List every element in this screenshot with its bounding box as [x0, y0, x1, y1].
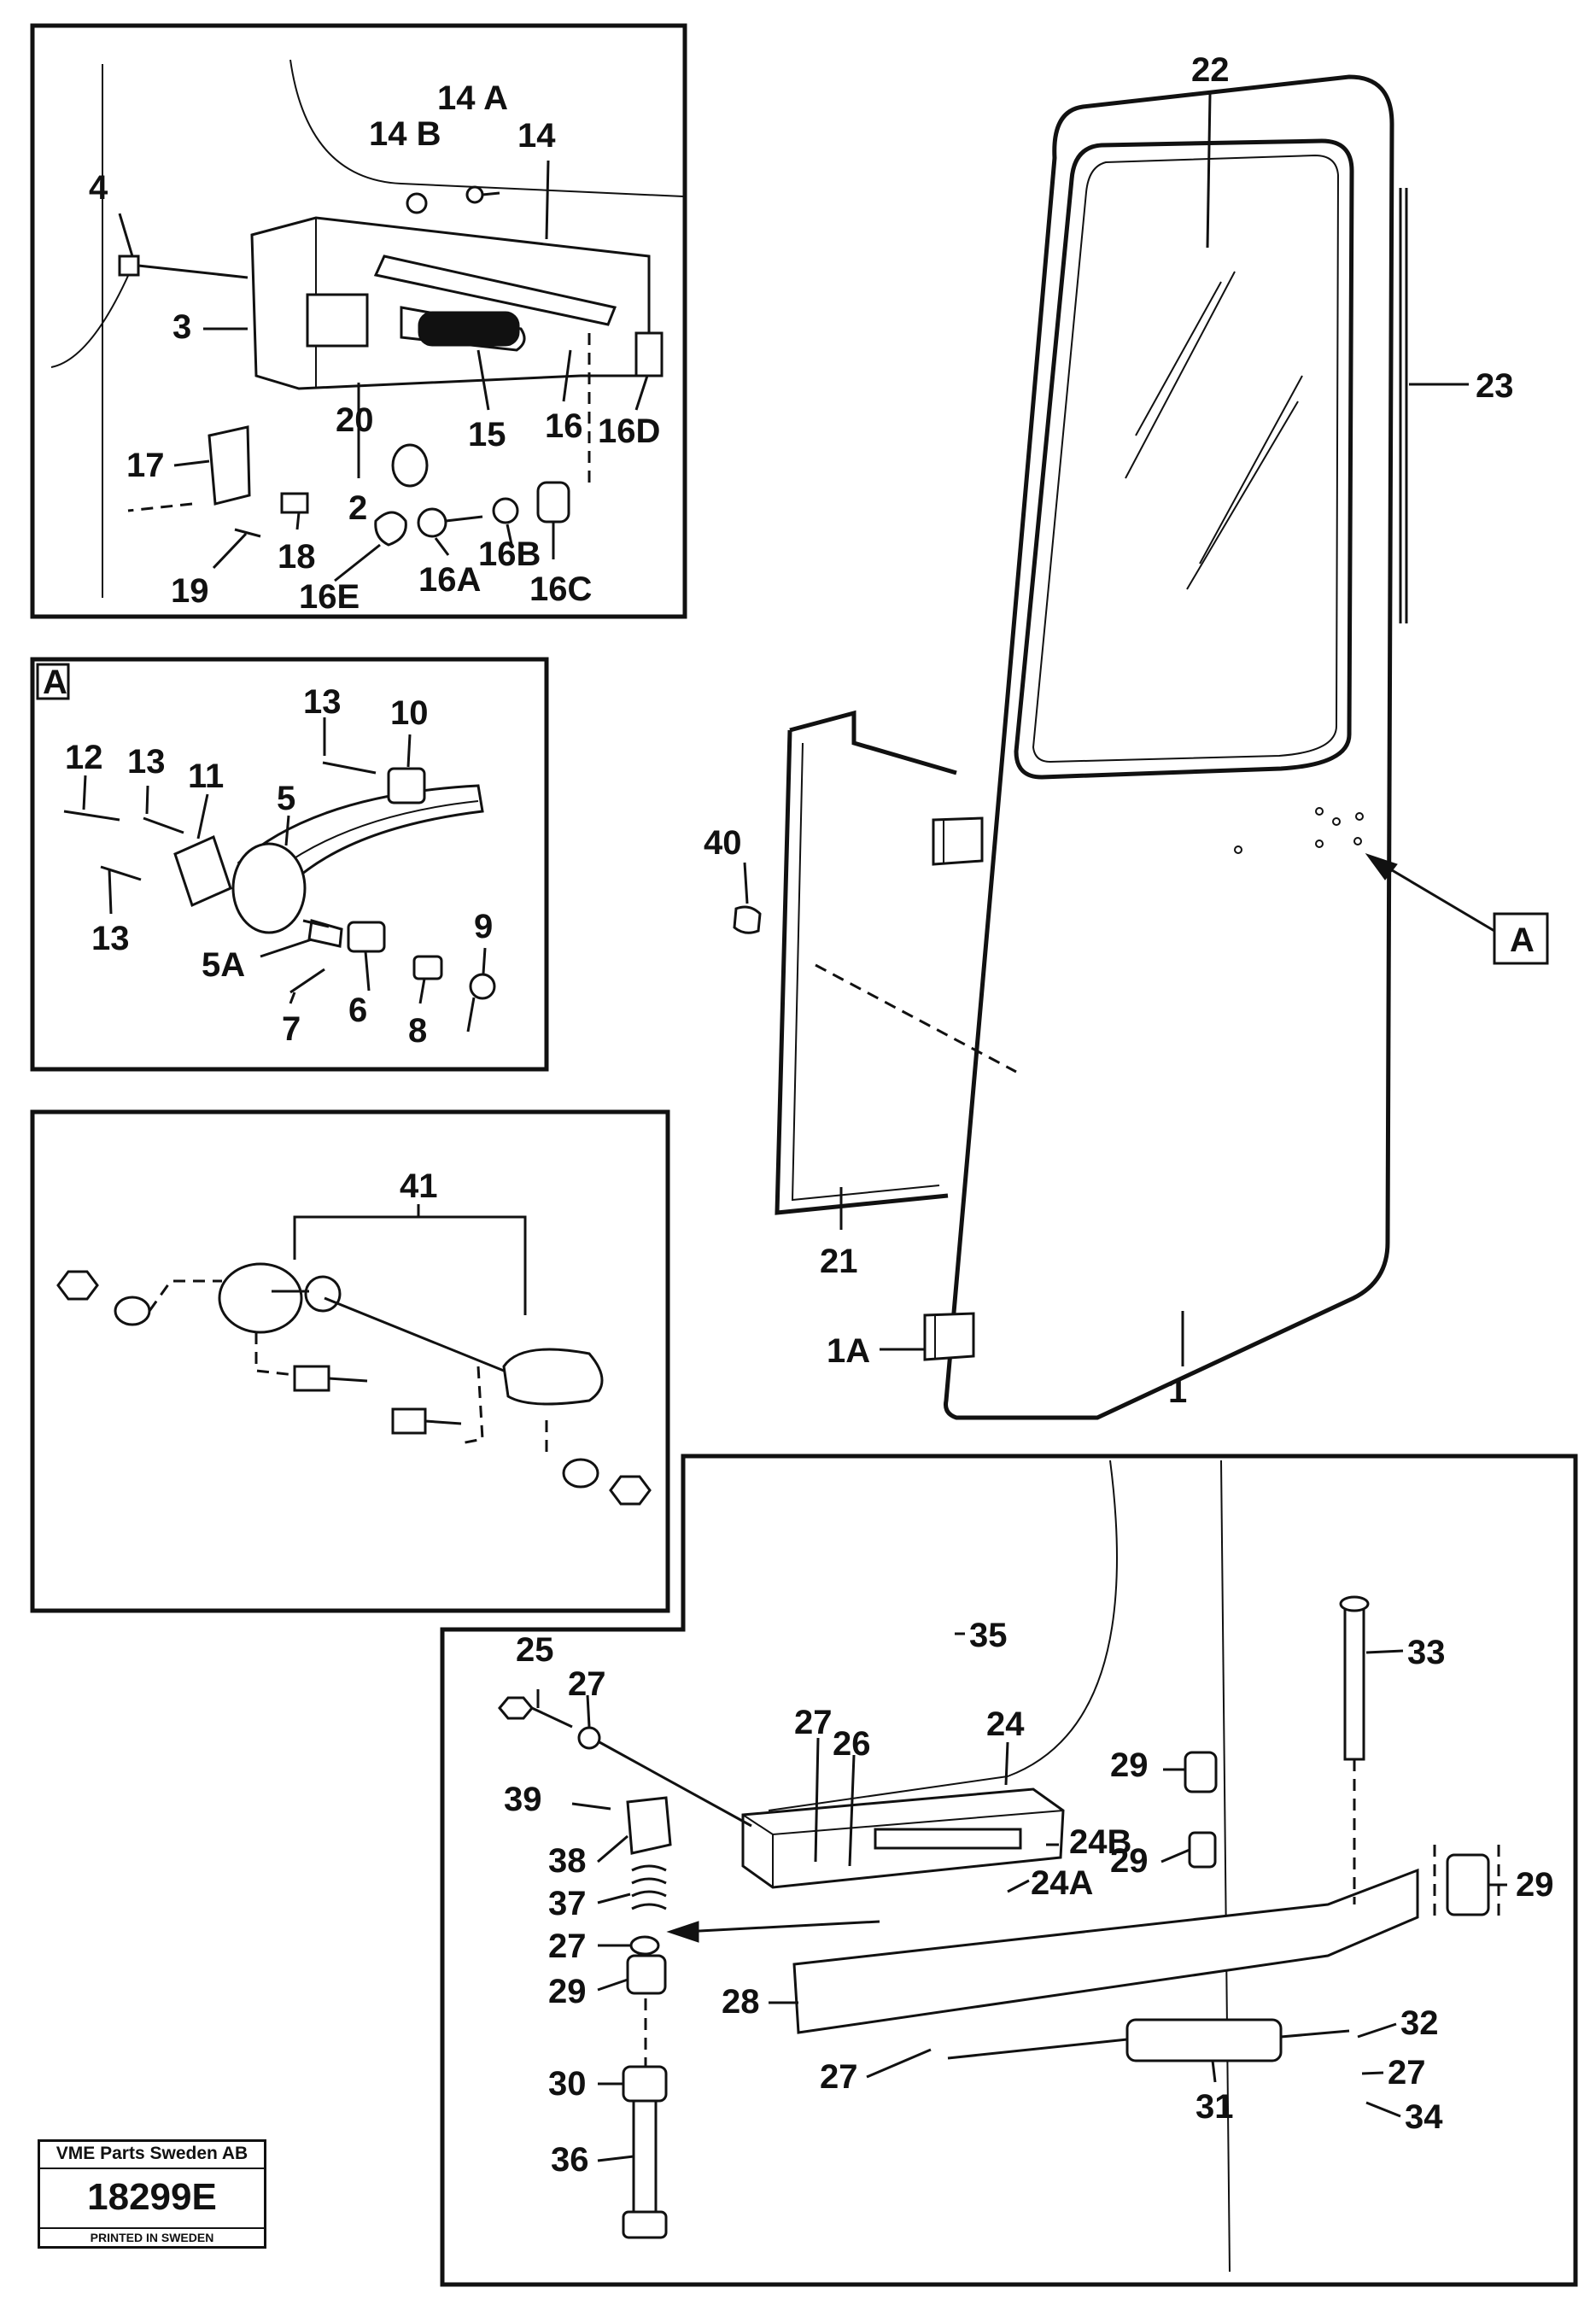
label-7: 7 — [282, 1010, 301, 1048]
label-13-top: 13 — [303, 683, 342, 721]
label-15: 15 — [468, 416, 506, 453]
label-21: 21 — [820, 1243, 858, 1280]
label-13-low: 13 — [91, 920, 130, 957]
label-27-c: 27 — [548, 1928, 587, 1965]
label-19: 19 — [171, 572, 209, 610]
label-40: 40 — [704, 824, 742, 862]
label-8: 8 — [408, 1012, 427, 1050]
label-9: 9 — [474, 908, 493, 945]
label-24a: 24A — [1031, 1864, 1093, 1902]
label-16a: 16A — [418, 561, 481, 599]
label-27-e: 27 — [820, 2058, 858, 2096]
label-34: 34 — [1405, 2098, 1443, 2136]
label-25: 25 — [516, 1631, 554, 1669]
label-33: 33 — [1407, 1634, 1446, 1671]
label-28: 28 — [722, 1983, 760, 2021]
stamp-company: VME Parts Sweden AB — [40, 2144, 264, 2169]
label-16d: 16D — [598, 412, 660, 450]
label-14b: 14 B — [369, 115, 441, 153]
panel-door-holder: 35 25 27 27 24 26 29 39 24B 24A 29 29 38… — [440, 1454, 1578, 2287]
label-16c: 16C — [529, 570, 592, 608]
label-29-b: 29 — [1110, 1842, 1149, 1880]
label-38: 38 — [548, 1842, 587, 1880]
label-27-b: 27 — [794, 1704, 833, 1741]
label-20: 20 — [336, 401, 374, 439]
label-5a: 5A — [202, 946, 245, 984]
label-3: 3 — [172, 308, 191, 346]
panel-handle-lock: 4 14 B 14 A 14 3 2 15 16 16D 20 17 18 19… — [30, 23, 687, 619]
label-17: 17 — [126, 447, 165, 484]
label-32: 32 — [1400, 2004, 1439, 2042]
label-door-a: A — [1510, 921, 1535, 959]
label-27-a: 27 — [568, 1665, 606, 1703]
label-5: 5 — [277, 780, 295, 817]
label-26: 26 — [833, 1725, 871, 1763]
label-30: 30 — [548, 2065, 587, 2103]
stamp-drawing-code: 18299E — [87, 2176, 217, 2218]
label-11: 11 — [188, 758, 224, 795]
label-35: 35 — [969, 1617, 1008, 1654]
label-39: 39 — [504, 1781, 542, 1818]
label-16e: 16E — [299, 578, 360, 616]
label-1: 1 — [1168, 1372, 1187, 1410]
label-1a: 1A — [827, 1332, 870, 1370]
label-16: 16 — [545, 407, 583, 445]
label-10: 10 — [390, 694, 429, 732]
label-29-a: 29 — [1110, 1746, 1149, 1784]
label-6: 6 — [348, 992, 367, 1029]
label-22: 22 — [1191, 51, 1230, 89]
label-13-mid: 13 — [127, 743, 166, 781]
label-4: 4 — [89, 169, 108, 207]
label-31: 31 — [1196, 2088, 1234, 2126]
title-stamp: VME Parts Sweden AB 18299E PRINTED IN SW… — [38, 2139, 266, 2249]
panel-outside-handle: A 13 10 — [30, 657, 549, 1072]
label-41: 41 — [400, 1167, 438, 1205]
label-23: 23 — [1476, 367, 1514, 405]
label-18: 18 — [278, 538, 316, 576]
label-2: 2 — [348, 489, 367, 527]
label-14a: 14 A — [437, 79, 508, 117]
panel-door-stop: 41 — [30, 1109, 670, 1613]
stamp-printed: PRINTED IN SWEDEN — [40, 2227, 264, 2246]
label-16b: 16B — [478, 535, 541, 573]
label-29-c: 29 — [1516, 1866, 1554, 1904]
label-14: 14 — [517, 117, 556, 155]
label-12: 12 — [65, 739, 103, 776]
label-panel-a: A — [43, 664, 67, 701]
label-37: 37 — [548, 1885, 587, 1922]
label-29-d: 29 — [548, 1973, 587, 2010]
label-27-d: 27 — [1388, 2054, 1426, 2091]
label-24: 24 — [986, 1705, 1025, 1743]
label-24b: 24B — [1069, 1823, 1131, 1861]
label-36: 36 — [551, 2141, 589, 2179]
door-assembly: 22 23 40 A 21 1A 1 — [704, 51, 1549, 1420]
